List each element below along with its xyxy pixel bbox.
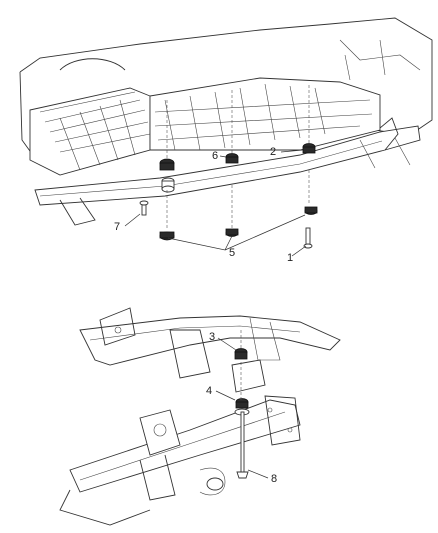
callout-number-8: 8 [271, 473, 277, 485]
callout-number-7: 7 [114, 221, 120, 233]
callout-number-2: 2 [270, 146, 276, 158]
callout-number-1: 1 [287, 252, 293, 264]
frame-mount-bolt [236, 411, 249, 479]
lower-body-mount-bushings [159, 177, 318, 241]
truck-body-illustration [19, 17, 433, 176]
callout-leaders-top [124, 149, 307, 257]
callout-leaders-bottom [215, 337, 269, 479]
frame-rail-top [34, 117, 421, 226]
callout-number-5: 5 [229, 247, 235, 259]
frame-mount-bushings [234, 348, 250, 416]
body-mount-bolts [139, 200, 313, 249]
callout-number-4: 4 [206, 385, 212, 397]
frame-closeup-illustration [59, 307, 341, 526]
callout-number-6: 6 [212, 150, 218, 162]
callout-number-3: 3 [209, 331, 215, 343]
assembly-guide-lines [166, 85, 310, 230]
